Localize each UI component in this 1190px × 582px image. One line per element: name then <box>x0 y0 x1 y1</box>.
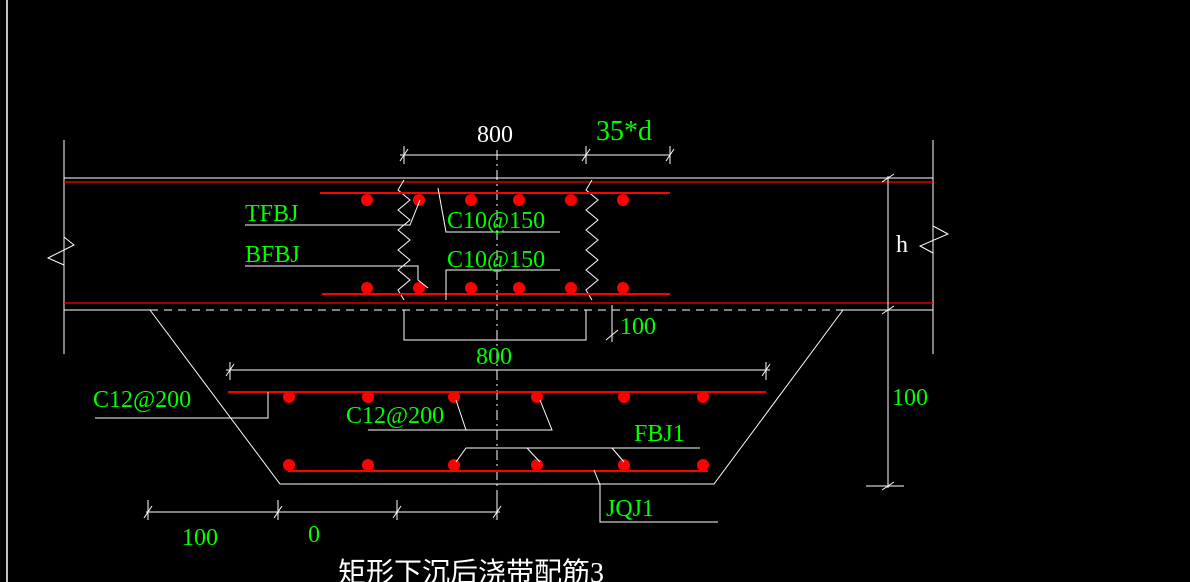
label-drop-100: 100 <box>620 314 656 340</box>
label-fbj1: FBJ1 <box>634 421 685 447</box>
drop-dimension <box>605 305 619 342</box>
label-bfbj: BFBJ <box>245 242 300 268</box>
bottom-dimension <box>143 500 502 520</box>
label-right-100: 100 <box>892 385 928 411</box>
slab-red-lines <box>64 181 933 304</box>
pit-leaders <box>95 392 718 523</box>
label-tie-top: C10@150 <box>447 208 545 234</box>
drawing-title: 矩形下沉后浇带配筋3 <box>338 557 604 582</box>
label-tie-bottom: C10@150 <box>447 247 545 273</box>
label-pit-bar-2: C12@200 <box>346 403 444 429</box>
label-dim-100: 100 <box>182 525 218 551</box>
strip-bottom-outline <box>403 310 587 341</box>
label-bottom-width: 800 <box>476 344 512 370</box>
slab-outline <box>46 140 950 485</box>
slab-rebar-dots <box>361 194 629 294</box>
pit-dimension <box>225 362 771 380</box>
label-jqj1: JQJ1 <box>606 496 654 522</box>
label-anchor-length: 35*d <box>596 116 652 147</box>
label-dim-0: 0 <box>308 522 320 548</box>
pit-rebar-lines <box>228 391 766 472</box>
slab-leaders <box>245 187 560 300</box>
label-h: h <box>896 232 908 258</box>
label-top-width: 800 <box>477 122 513 148</box>
label-pit-top-bar: C12@200 <box>93 387 191 413</box>
pit-rebar-dots <box>283 391 709 471</box>
pour-strip-joints <box>397 179 599 301</box>
label-tfbj: TFBJ <box>245 201 298 227</box>
slab-rebar-lines <box>320 192 670 295</box>
top-dimension <box>399 146 675 164</box>
right-dimension <box>866 173 904 491</box>
